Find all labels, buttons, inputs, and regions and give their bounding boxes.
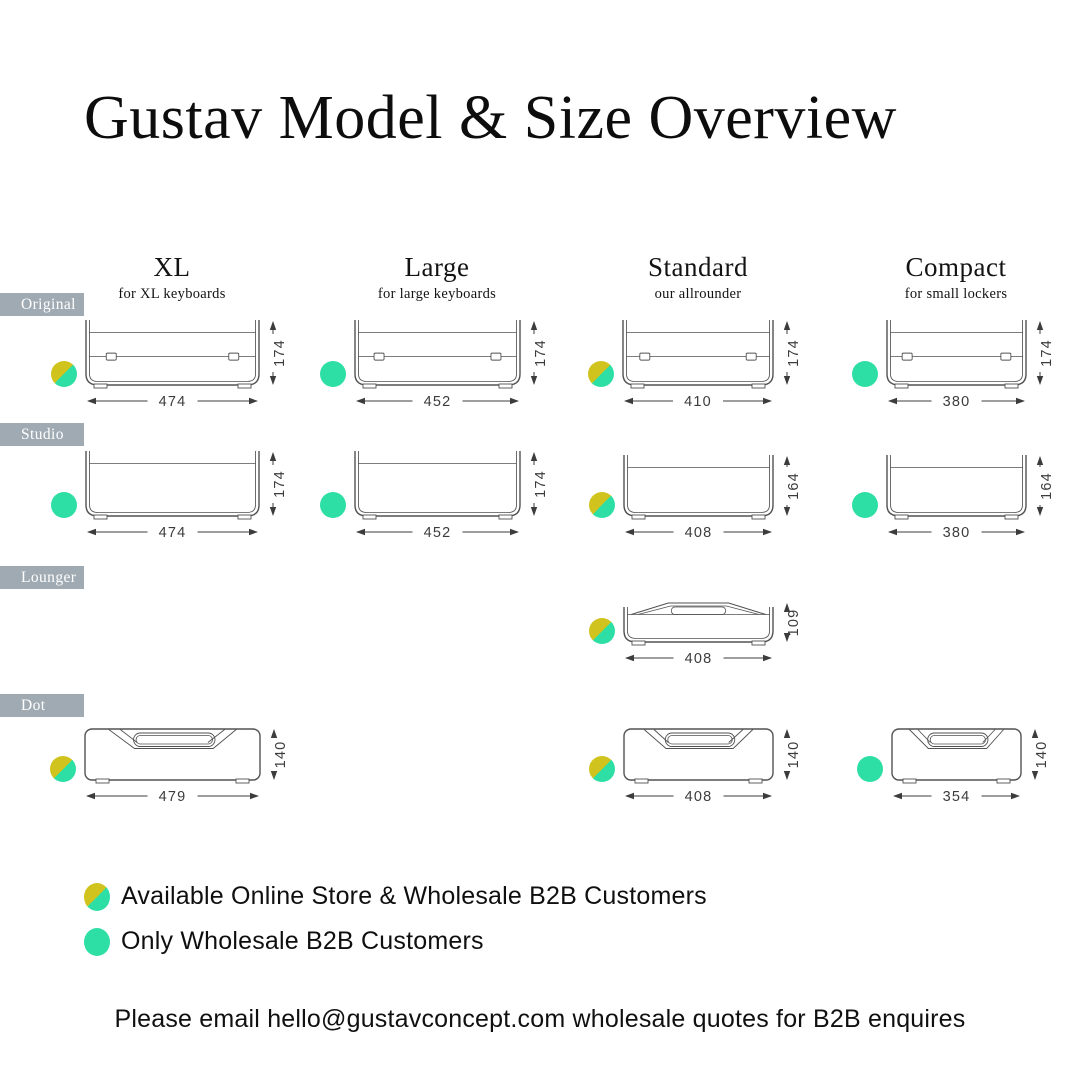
- availability-dot-b2b: [320, 492, 346, 518]
- drawing-dot-standard: 408 140: [623, 728, 802, 805]
- legend-label: Available Online Store & Wholesale B2B C…: [121, 882, 707, 910]
- svg-text:408: 408: [685, 525, 713, 541]
- svg-text:174: 174: [272, 470, 288, 498]
- column-name: Large: [404, 252, 470, 282]
- legend-split-dot-icon: [84, 882, 110, 911]
- svg-text:380: 380: [943, 525, 971, 541]
- svg-text:174: 174: [272, 339, 288, 367]
- svg-text:354: 354: [943, 789, 971, 805]
- legend-item-available-both: Available Online Store & Wholesale B2B C…: [84, 882, 707, 911]
- column-header-large: Large for large keyboards: [378, 252, 496, 303]
- svg-text:174: 174: [533, 339, 549, 367]
- drawing-studio-large: 452 174: [354, 451, 549, 541]
- availability-dot-both: [588, 361, 614, 387]
- cell-original-standard: 410 174: [622, 320, 818, 416]
- row-label-lounger: Lounger: [0, 566, 84, 589]
- column-header-compact: Compact for small lockers: [905, 252, 1008, 303]
- cell-lounger-standard: 408 109: [623, 602, 818, 673]
- availability-dot-b2b: [857, 756, 883, 782]
- drawing-studio-compact: 380 164: [886, 455, 1055, 541]
- drawing-original-standard: 410 174: [622, 320, 802, 410]
- drawing-studio-standard: 408 164: [623, 455, 802, 541]
- drawing-original-large: 452 174: [354, 320, 549, 410]
- column-name: Standard: [648, 252, 748, 282]
- svg-text:164: 164: [786, 472, 802, 500]
- svg-text:109: 109: [786, 609, 802, 637]
- cell-dot-compact: 354 140: [891, 728, 1066, 811]
- svg-text:408: 408: [685, 651, 713, 667]
- footer-contact-text: Please email hello@gustavconcept.com who…: [114, 1005, 966, 1033]
- svg-text:408: 408: [685, 789, 713, 805]
- cell-dot-xl: 479 140: [84, 728, 305, 811]
- availability-dot-b2b: [852, 492, 878, 518]
- cell-studio-standard: 408 164: [623, 455, 818, 547]
- svg-text:452: 452: [424, 394, 452, 410]
- column-header-xl: XL for XL keyboards: [118, 252, 225, 303]
- column-subtitle: for small lockers: [904, 286, 1008, 302]
- availability-dot-both: [51, 361, 77, 387]
- cell-studio-compact: 380 164: [886, 455, 1071, 547]
- column-header-standard: Standard our allrounder: [648, 252, 748, 303]
- page-title: Gustav Model & Size Overview: [84, 84, 897, 152]
- svg-text:452: 452: [424, 525, 452, 541]
- drawing-original-xl: 474 174: [85, 320, 288, 410]
- availability-dot-both: [589, 756, 615, 782]
- svg-text:479: 479: [159, 789, 187, 805]
- drawing-dot-xl: 479 140: [84, 728, 289, 805]
- cell-dot-standard: 408 140: [623, 728, 818, 811]
- column-name: Compact: [905, 252, 1007, 282]
- drawing-dot-compact: 354 140: [891, 728, 1050, 805]
- legend-label: Only Wholesale B2B Customers: [121, 927, 484, 955]
- cell-original-xl: 474 174: [85, 320, 304, 416]
- cell-studio-xl: 474 174: [85, 451, 304, 547]
- svg-text:474: 474: [159, 394, 187, 410]
- column-subtitle: for XL keyboards: [118, 286, 226, 302]
- cell-studio-large: 452 174: [354, 451, 565, 547]
- row-label-studio: Studio: [0, 423, 84, 446]
- svg-text:380: 380: [943, 394, 971, 410]
- availability-dot-b2b: [51, 492, 77, 518]
- svg-text:474: 474: [159, 525, 187, 541]
- legend-item-wholesale-only: Only Wholesale B2B Customers: [84, 927, 484, 956]
- svg-text:174: 174: [1039, 339, 1055, 367]
- cell-original-compact: 380 174: [886, 320, 1071, 416]
- column-subtitle: our allrounder: [654, 286, 742, 302]
- svg-text:140: 140: [273, 741, 289, 769]
- svg-text:164: 164: [1039, 472, 1055, 500]
- svg-text:174: 174: [533, 470, 549, 498]
- column-subtitle: for large keyboards: [377, 286, 497, 302]
- svg-text:174: 174: [786, 339, 802, 367]
- drawing-studio-xl: 474 174: [85, 451, 288, 541]
- availability-dot-b2b: [320, 361, 346, 387]
- row-label-original: Original: [0, 293, 84, 316]
- availability-dot-both: [589, 492, 615, 518]
- drawing-lounger-standard: 408 109: [623, 602, 802, 667]
- row-label-dot: Dot: [0, 694, 84, 717]
- svg-text:410: 410: [684, 394, 712, 410]
- cell-original-large: 452 174: [354, 320, 565, 416]
- availability-dot-b2b: [852, 361, 878, 387]
- legend-green-dot-icon: [84, 927, 110, 956]
- svg-text:140: 140: [1034, 741, 1050, 769]
- availability-dot-both: [589, 618, 615, 644]
- column-name: XL: [153, 252, 191, 282]
- availability-dot-both: [50, 756, 76, 782]
- drawing-original-compact: 380 174: [886, 320, 1055, 410]
- svg-text:140: 140: [786, 741, 802, 769]
